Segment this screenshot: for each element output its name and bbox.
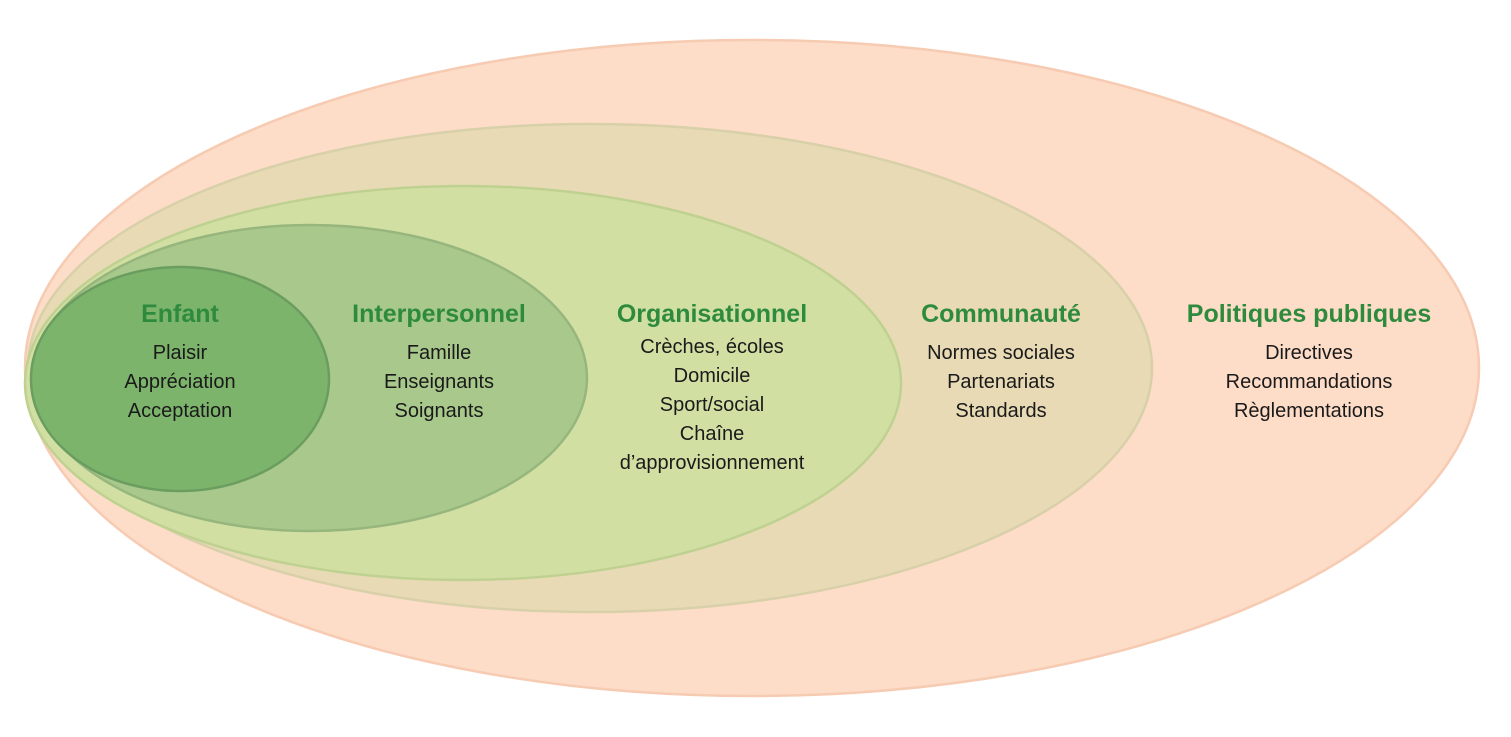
- interpersonnel-item: Soignants: [394, 400, 484, 422]
- politiques-item: Recommandations: [1225, 371, 1393, 393]
- organisationnel-title: Organisationnel: [616, 300, 808, 328]
- organisationnel-label-group: Organisationnel Crèches, écoles Domicile…: [617, 299, 807, 478]
- organisationnel-item: Chaîne: [679, 423, 745, 445]
- politiques-item: Règlementations: [1233, 400, 1385, 422]
- politiques-title: Politiques publiques: [1186, 300, 1432, 328]
- enfant-item: Acceptation: [127, 400, 233, 422]
- enfant-ellipse: [29, 265, 331, 493]
- interpersonnel-title: Interpersonnel: [352, 300, 526, 328]
- communaute-item: Normes sociales: [927, 342, 1075, 364]
- interpersonnel-label-group: Interpersonnel Famille Enseignants Soign…: [352, 299, 526, 426]
- communaute-item: Standards: [955, 400, 1047, 422]
- organisationnel-item: Domicile: [673, 365, 751, 387]
- organisationnel-item: Crèches, écoles: [640, 336, 784, 358]
- enfant-title: Enfant: [141, 300, 219, 328]
- communaute-title: Communauté: [921, 300, 1081, 328]
- communaute-label-group: Communauté Normes sociales Partenariats …: [921, 299, 1081, 426]
- communaute-item: Partenariats: [947, 371, 1055, 393]
- politiques-item: Directives: [1265, 342, 1353, 364]
- enfant-item: Appréciation: [124, 371, 236, 393]
- interpersonnel-item: Enseignants: [383, 371, 495, 393]
- interpersonnel-item: Famille: [406, 342, 472, 364]
- politiques-label-group: Politiques publiques Directives Recomman…: [1187, 299, 1431, 426]
- organisationnel-item: d’approvisionnement: [619, 452, 805, 474]
- enfant-item: Plaisir: [152, 342, 208, 364]
- enfant-label-group: Enfant Plaisir Appréciation Acceptation: [124, 299, 235, 426]
- organisationnel-item: Sport/social: [659, 394, 765, 416]
